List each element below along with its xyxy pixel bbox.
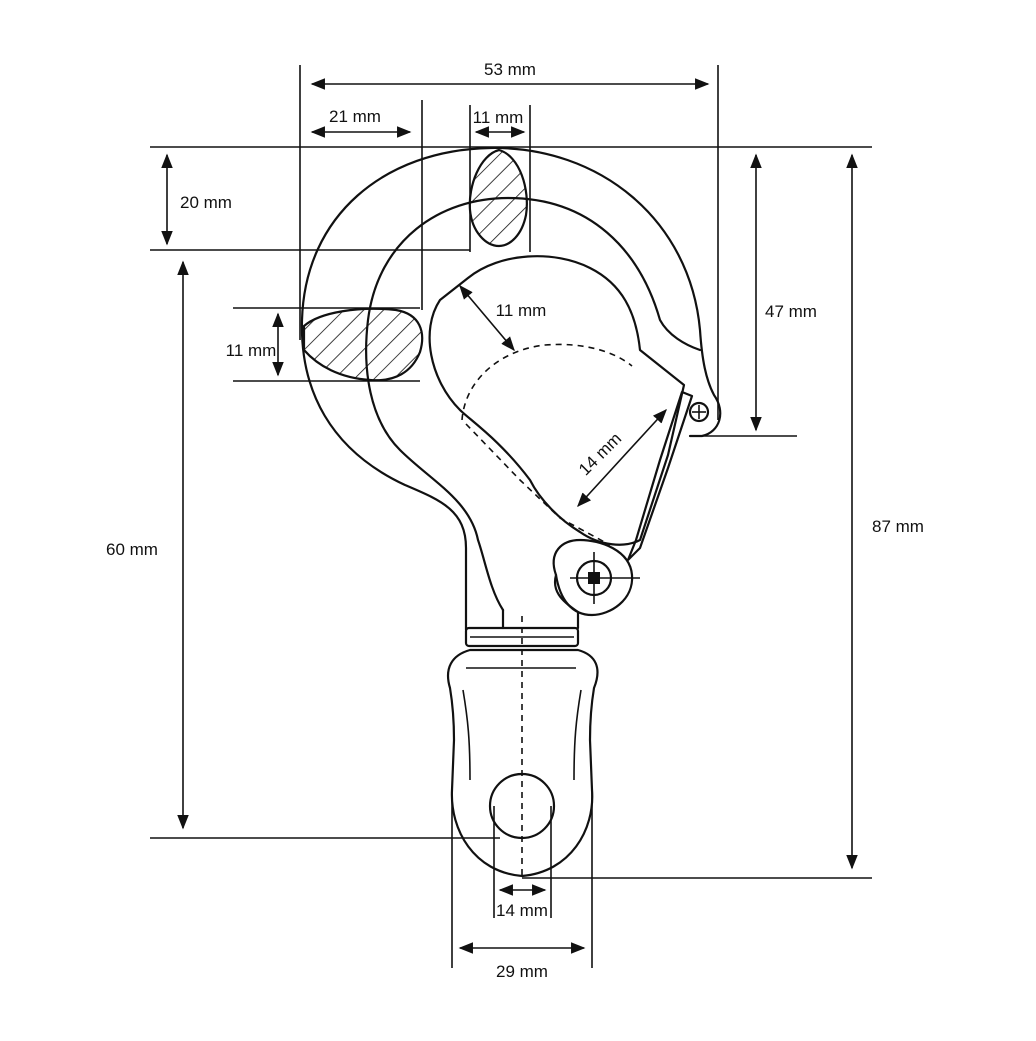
eye-outer <box>446 648 599 878</box>
gate <box>428 255 710 562</box>
label-gate-height: 47 mm <box>765 302 817 321</box>
label-overall-length: 87 mm <box>872 517 924 536</box>
label-body-length: 60 mm <box>106 540 158 559</box>
label-gate-opening: 14 mm <box>575 429 625 479</box>
extension-lines <box>150 65 872 968</box>
side-section <box>302 307 424 382</box>
swivel-eye <box>446 616 599 880</box>
top-section <box>468 148 528 248</box>
hatched-sections <box>302 148 528 382</box>
label-nose-width: 21 mm <box>329 107 381 126</box>
dim-gate-opening <box>577 408 667 508</box>
label-top-depth: 20 mm <box>180 193 232 212</box>
label-throat-radius: 11 mm <box>496 301 547 320</box>
dim-throat-radius <box>459 284 515 352</box>
label-eye-outer: 29 mm <box>496 962 548 981</box>
label-top-section: 11 mm <box>473 108 524 127</box>
dimension-arrows <box>161 78 858 954</box>
hook-inner-contour <box>365 196 702 612</box>
hook-outer-contour <box>300 146 722 632</box>
label-side-section: 11 mm <box>226 341 277 360</box>
lock-pin <box>552 538 640 617</box>
dimension-labels: 53 mm 21 mm 11 mm 20 mm 11 mm 11 mm 14 m… <box>106 60 924 981</box>
gate-open-trace <box>461 343 633 421</box>
label-eye-inner: 14 mm <box>496 901 548 920</box>
gate-body <box>428 255 686 546</box>
gate-hinge-pin <box>688 401 710 423</box>
label-overall-width: 53 mm <box>484 60 536 79</box>
